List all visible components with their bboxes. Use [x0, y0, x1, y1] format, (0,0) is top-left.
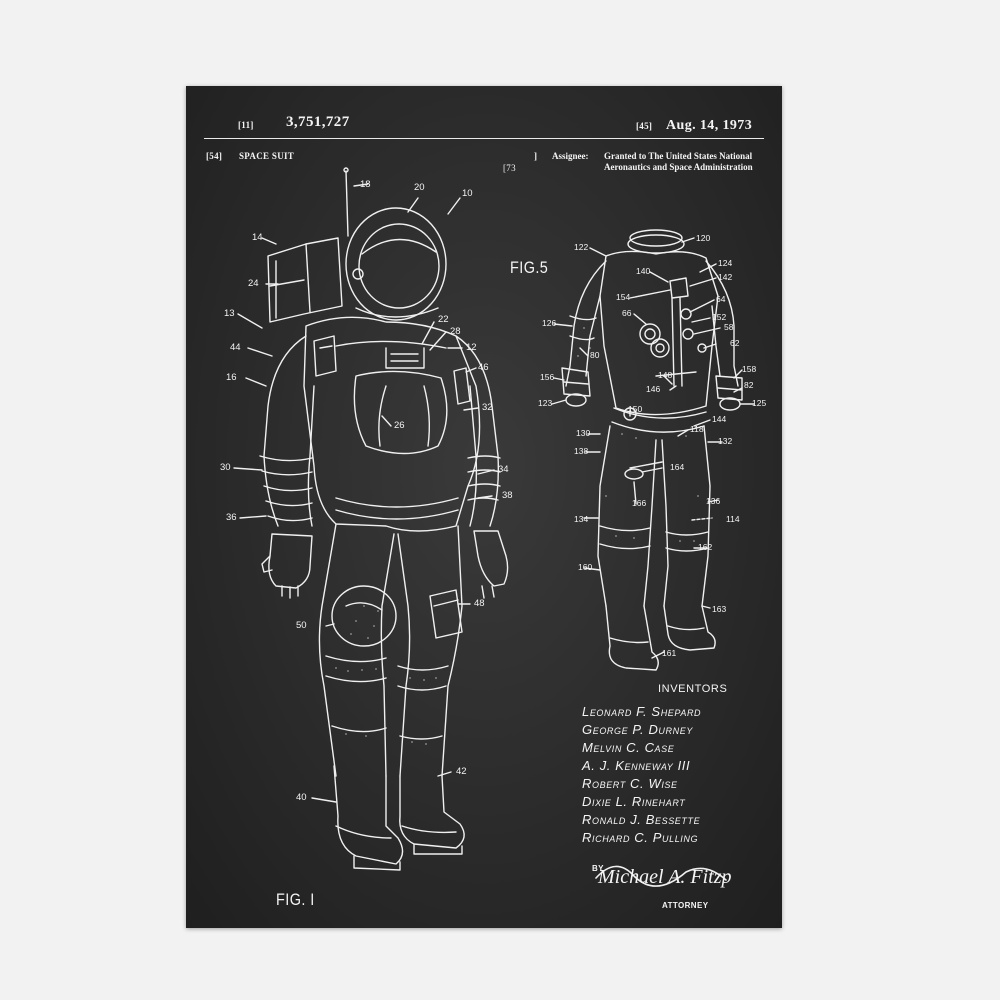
callout-10: 10 — [462, 188, 473, 199]
callout-20: 20 — [414, 182, 425, 193]
attorney-label: ATTORNEY — [662, 901, 709, 910]
assignee-code: [73 — [503, 163, 516, 173]
fig1-astronaut-drawing — [234, 168, 508, 870]
space-suit-drawings — [186, 86, 782, 928]
callout-126: 126 — [542, 318, 557, 328]
signature-flourish — [596, 866, 726, 886]
callout-130: 130 — [576, 428, 591, 438]
callout-142: 142 — [718, 272, 733, 282]
callout-16: 16 — [226, 372, 237, 383]
callout-26: 26 — [394, 420, 405, 431]
callout-122: 122 — [574, 242, 589, 252]
callout-164: 164 — [670, 462, 685, 472]
callout-136: 136 — [706, 496, 721, 506]
callout-124: 124 — [718, 258, 733, 268]
callout-28: 28 — [450, 326, 461, 337]
callout-82: 82 — [744, 380, 754, 390]
fig1-label: FIG. I — [276, 890, 315, 909]
callout-163: 163 — [712, 604, 727, 614]
patent-poster: [11] 3,751,727 [45] Aug. 14, 1973 [54] S… — [186, 86, 782, 928]
callout-138: 138 — [574, 446, 589, 456]
callout-80: 80 — [590, 350, 600, 360]
callout-150: 150 — [628, 404, 643, 414]
callout-156: 156 — [540, 372, 555, 382]
callout-158: 158 — [742, 364, 757, 374]
inventors-title: INVENTORS — [658, 683, 728, 695]
callout-162: 162 — [698, 542, 713, 552]
callout-18: 18 — [360, 179, 371, 190]
callout-114: 114 — [726, 514, 740, 524]
inventor-name: George P. Durney — [582, 722, 693, 737]
callout-148: 148 — [658, 370, 673, 380]
callout-140: 140 — [636, 266, 651, 276]
inventor-name: A. J. Kenneway III — [582, 758, 691, 773]
callout-38: 38 — [502, 490, 513, 501]
header-rule — [204, 138, 764, 139]
callout-125: 125 — [752, 398, 767, 408]
patent-date: Aug. 14, 1973 — [666, 118, 753, 133]
signature-by: BY — [592, 864, 604, 873]
patent-number-code: [11] — [238, 120, 254, 130]
callout-46: 46 — [478, 362, 489, 373]
assignee-value: Granted to The United States National Ae… — [604, 151, 753, 172]
callout-123: 123 — [538, 398, 553, 408]
callout-30: 30 — [220, 462, 231, 473]
callout-44: 44 — [230, 342, 241, 353]
callout-66: 66 — [622, 308, 632, 318]
callout-22: 22 — [438, 314, 449, 325]
callout-13: 13 — [224, 308, 235, 319]
inventor-name: Melvin C. Case — [582, 740, 675, 755]
callout-14: 14 — [252, 232, 263, 243]
inventor-name: Richard C. Pulling — [582, 830, 699, 845]
callout-161: 161 — [662, 648, 677, 658]
callout-64: 64 — [716, 294, 726, 304]
inventor-name: Dixie L. Rinehart — [582, 794, 686, 809]
callout-24: 24 — [248, 278, 259, 289]
assignee-label: Assignee: — [552, 151, 589, 161]
callout-40: 40 — [296, 792, 307, 803]
fig5-suit-drawing — [552, 230, 754, 670]
callout-154: 154 — [616, 292, 631, 302]
callout-48: 48 — [474, 598, 485, 609]
fig5-label: FIG.5 — [510, 258, 549, 277]
patent-title: SPACE SUIT — [239, 151, 295, 161]
inventor-name: Ronald J. Bessette — [582, 812, 701, 827]
callout-146: 146 — [646, 384, 661, 394]
callout-32: 32 — [482, 402, 493, 413]
callout-134: 134 — [574, 514, 589, 524]
callout-132: 132 — [718, 436, 733, 446]
callout-36: 36 — [226, 512, 237, 523]
title-code: [54] — [206, 151, 223, 161]
callout-62: 62 — [730, 338, 740, 348]
patent-date-code: [45] — [636, 121, 653, 131]
callout-118: 118 — [690, 424, 704, 434]
patent-number: 3,751,727 — [286, 114, 350, 130]
assignee-bracket: ] — [534, 151, 538, 161]
callout-34: 34 — [498, 464, 509, 475]
callout-12: 12 — [466, 342, 477, 353]
callout-58: 58 — [724, 322, 734, 332]
inventor-name: Leonard F. Shepard — [582, 704, 702, 719]
callout-42: 42 — [456, 766, 467, 777]
inventor-name: Robert C. Wise — [582, 776, 678, 791]
callout-144: 144 — [712, 414, 727, 424]
callout-160: 160 — [578, 562, 593, 572]
callout-50: 50 — [296, 620, 307, 631]
callout-120: 120 — [696, 233, 711, 243]
inventors-list: Leonard F. Shepard George P. Durney Melv… — [582, 703, 701, 847]
attorney-signature: Michael A. Fitzp — [598, 866, 732, 888]
callout-166: 166 — [632, 498, 647, 508]
callout-152: 152 — [712, 312, 727, 322]
